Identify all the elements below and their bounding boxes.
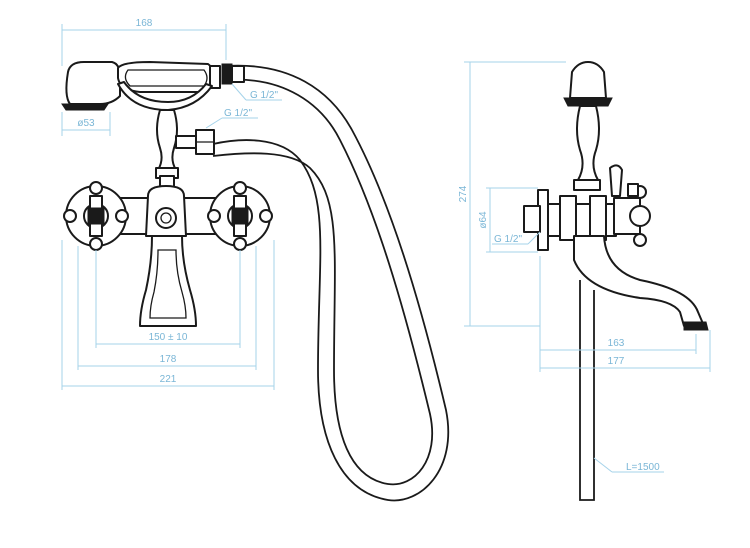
shower-handle-collar — [209, 65, 221, 89]
front-spout — [139, 235, 197, 327]
side-shower-head — [569, 61, 607, 99]
shower-handle-grip — [117, 61, 217, 93]
right-cross-handle — [207, 181, 273, 251]
dim-thread-top: G 1/2" — [250, 90, 278, 101]
hose-nut-top — [221, 63, 233, 85]
shower-hose-inner — [212, 78, 434, 486]
dim-handles: 178 — [160, 354, 177, 365]
mixer-hub-cap — [155, 207, 177, 229]
side-stem-bulb — [576, 105, 600, 181]
dim-side-height: 274 — [458, 185, 469, 202]
shower-head-body — [65, 61, 121, 105]
hose-ferrule-top — [231, 65, 245, 83]
side-view: 274 ø64 G 1/2" 163 177 L=1500 — [458, 61, 711, 501]
dim-hose-length: L=1500 — [626, 462, 660, 473]
side-cross-handle — [613, 183, 651, 247]
front-view: 168 ø53 G 1/2" G 1/2" 150 ± 10 178 221 — [61, 18, 450, 502]
dim-overall-depth: 177 — [608, 356, 625, 367]
left-cross-handle — [63, 181, 129, 251]
dim-spacing: 150 ± 10 — [149, 332, 188, 343]
dim-overall-width: 221 — [160, 374, 177, 385]
dim-flange-diameter: ø64 — [478, 211, 489, 229]
dim-side-thread: G 1/2" — [494, 234, 522, 245]
dim-shower-width: 168 — [136, 18, 153, 29]
side-inlet — [523, 205, 541, 233]
dim-thread-outlet: G 1/2" — [224, 108, 252, 119]
shower-cradle — [117, 81, 213, 111]
side-hose — [579, 280, 595, 501]
stem-bulb — [156, 109, 178, 171]
hose-outlet-pipe — [175, 135, 197, 149]
dim-shower-diameter: ø53 — [77, 118, 95, 129]
side-diverter-pin — [609, 164, 623, 197]
dim-spout-reach: 163 — [608, 338, 625, 349]
shower-hose — [212, 64, 450, 502]
shower-head-rose — [61, 103, 109, 111]
